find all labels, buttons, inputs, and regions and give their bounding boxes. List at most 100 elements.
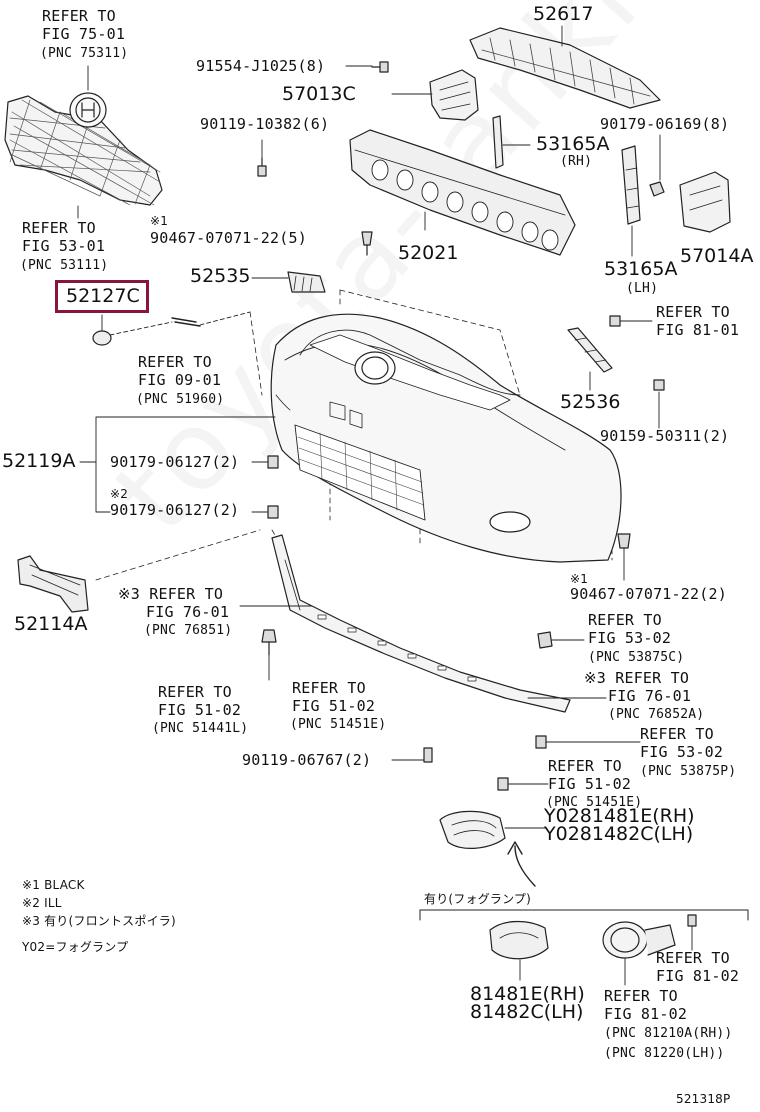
part-52127c-label[interactable]: 52127C: [66, 285, 140, 307]
note-mark-1b: ※1: [570, 572, 589, 586]
part-53165a-lh-label[interactable]: 53165A: [604, 258, 678, 280]
bolt-90119-06767-label[interactable]: 90119-06767(2): [242, 751, 372, 769]
ref-line-1: REFER TO: [292, 679, 366, 697]
part-57014a-label[interactable]: 57014A: [680, 245, 754, 267]
bolt-90119: [257, 157, 267, 177]
wire-51960: [171, 317, 201, 327]
ref-line-2: FIG 76-01: [146, 603, 230, 621]
diagram-code: 521318P: [676, 1092, 731, 1106]
part-57013c-label[interactable]: 57013C: [282, 83, 356, 105]
leader: [109, 321, 173, 336]
clip-90179-06127-label-2[interactable]: 90179-06127(2): [110, 501, 240, 519]
ref-line-3: (PNC 81210A(RH)): [604, 1026, 733, 1041]
bracket-52114a: [17, 555, 89, 613]
clip-51441l: [261, 629, 277, 656]
part-52617-label[interactable]: 52617: [533, 3, 594, 25]
ref-line-1: REFER TO: [138, 353, 212, 371]
ref-line-3: (PNC 51960): [136, 392, 225, 407]
ref-line-2: FIG 53-01: [22, 237, 106, 255]
bolt-90159-label[interactable]: 90159-50311(2): [600, 427, 730, 445]
leader: [199, 311, 251, 326]
ref-line-3: (PNC 51441L): [152, 721, 249, 736]
ref-line-2: FIG 51-02: [292, 697, 376, 715]
bolt-91554: [371, 61, 389, 73]
ref-line-1: REFER TO: [42, 7, 116, 25]
ref-line-2: FIG 81-02: [656, 967, 740, 985]
part-52535-label[interactable]: 52535: [190, 265, 251, 287]
ref-line-2: FIG 75-01: [42, 25, 126, 43]
clip-90467-lower: [617, 533, 631, 549]
part-y02-lh-label[interactable]: Y0281482C(LH): [544, 823, 694, 845]
arrow-icon: [507, 841, 536, 887]
ref-line-4: (PNC 81220(LH)): [604, 1046, 725, 1061]
bolt-90119-10382-label[interactable]: 90119-10382(6): [200, 115, 330, 133]
ref-line-3: (PNC 76852A): [608, 707, 705, 722]
leader: [95, 416, 276, 513]
ref-line-1: REFER TO: [548, 757, 622, 775]
part-52114a-label[interactable]: 52114A: [14, 613, 88, 635]
bracket-57014a: [679, 171, 731, 233]
bracket-53165a-lh: [621, 145, 641, 225]
part-53165a-rh-label[interactable]: 53165A: [536, 133, 610, 155]
clip-53875p: [535, 735, 547, 749]
bracket-57013c: [429, 69, 479, 121]
part-81481e-label[interactable]: 81481E(RH): [470, 983, 585, 1005]
bracket-52536: [567, 327, 613, 373]
part-52536-label[interactable]: 52536: [560, 391, 621, 413]
ref-line-1: REFER TO: [604, 987, 678, 1005]
y02-definition: Y02=フォグランプ: [22, 940, 129, 954]
fog-cover-y02: [439, 810, 506, 849]
part-81482c-label[interactable]: 81482C(LH): [470, 1001, 584, 1023]
ref-line-2: FIG 53-02: [640, 743, 724, 761]
bolt-90179-06169: [649, 181, 665, 197]
ref-line-1: REFER TO: [158, 683, 232, 701]
bumper-reinforcement-52021: [349, 129, 576, 256]
part-y02-rh-label[interactable]: Y0281481E(RH): [544, 805, 695, 827]
ref-line-2: FIG 51-02: [158, 701, 242, 719]
bolt-90119-06767: [423, 747, 433, 763]
bolt-90159: [609, 315, 665, 391]
ref-line-2: FIG 51-02: [548, 775, 632, 793]
ref-line-3: (PNC 75311): [40, 46, 129, 61]
bracket-52535: [287, 271, 326, 293]
ref-line-1: REFER TO: [656, 949, 730, 967]
clip-90179-06127-label-1[interactable]: 90179-06127(2): [110, 453, 240, 471]
clip-51451e: [497, 777, 509, 791]
ref-line-2: FIG 76-01: [608, 687, 692, 705]
foglamp-bracket-line: [419, 909, 749, 921]
clip-90467-label[interactable]: 90467-07071-22(5): [150, 229, 307, 247]
ref-line-2: FIG 53-02: [588, 629, 672, 647]
ref-line-1: REFER TO: [22, 219, 96, 237]
ref-line-3: (PNC 51451E): [546, 795, 643, 810]
ref-line-2: FIG 81-02: [604, 1005, 688, 1023]
front-spoiler: [271, 534, 571, 713]
note-2: ※2 ILL: [22, 896, 62, 910]
bumper-cover-52119a: [270, 313, 622, 563]
ref-line-3: (PNC 51451E): [290, 717, 387, 732]
ref-line-3: (PNC 53111): [20, 258, 109, 273]
rh-label: (RH): [560, 154, 593, 169]
upper-grille: [4, 95, 163, 206]
highlight-box: [55, 280, 149, 313]
clip-53875c: [537, 631, 553, 649]
emblem: [69, 92, 107, 128]
foglamp-header: 有り(フォグランプ): [424, 892, 532, 906]
ref-line-2: FIG 09-01: [138, 371, 222, 389]
fog-lamp-bezel: [489, 920, 549, 960]
part-52119a-label[interactable]: 52119A: [2, 450, 76, 472]
bolt-90179-06169-label[interactable]: 90179-06169(8): [600, 115, 730, 133]
clip-90467: [361, 231, 373, 256]
bracket-53165a-rh: [492, 115, 504, 169]
ref-line-3: (PNC 53875C): [588, 650, 685, 665]
bolt-91554-label[interactable]: 91554-J1025(8): [196, 57, 326, 75]
ref-line-1: REFER TO: [588, 611, 662, 629]
ref-line-2: FIG 81-01: [656, 321, 740, 339]
clip-90467-lower-label[interactable]: 90467-07071-22(2): [570, 585, 727, 603]
ref-line-1: REFER TO: [640, 725, 714, 743]
cap-52127c: [92, 330, 112, 346]
ref-line-1: ※3 REFER TO: [584, 669, 690, 687]
part-52021-label[interactable]: 52021: [398, 242, 459, 264]
ref-line-3: (PNC 53875P): [640, 764, 737, 779]
note-3: ※3 有り(フロントスポイラ): [22, 914, 176, 928]
